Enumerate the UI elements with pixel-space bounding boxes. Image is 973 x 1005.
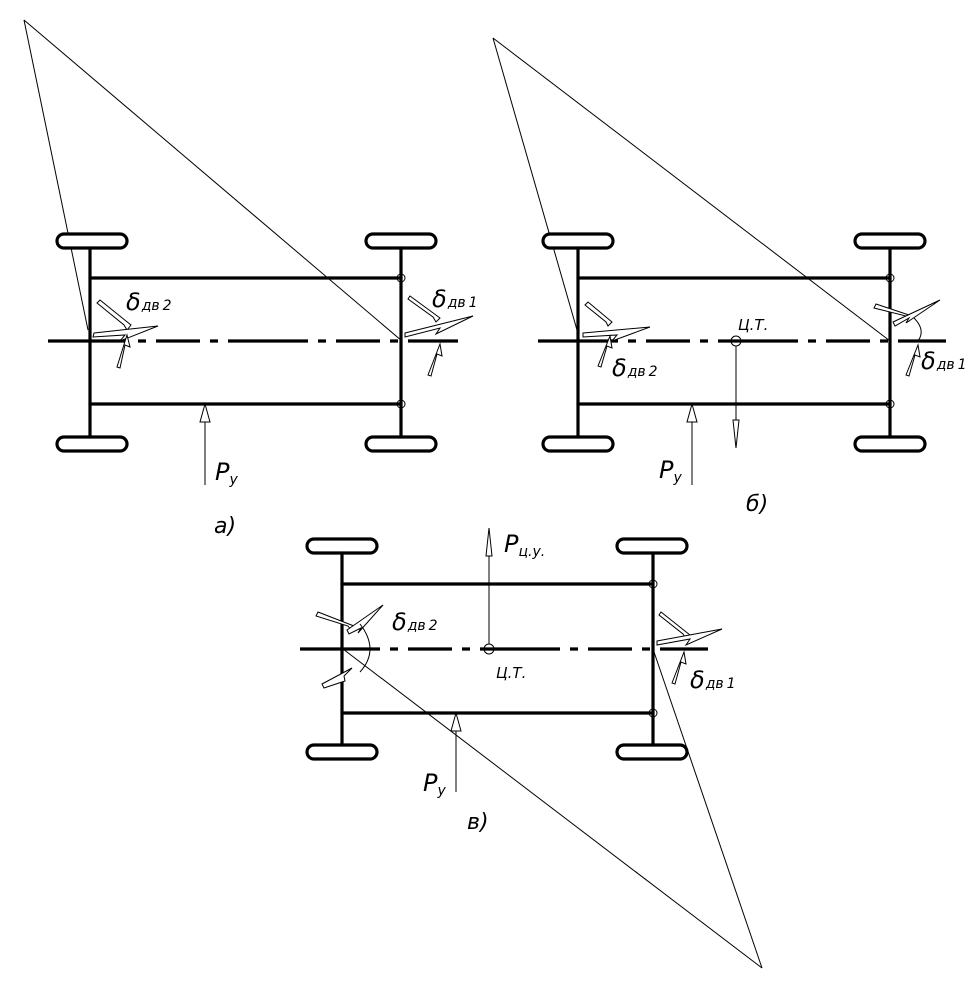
wheel-front-right — [364, 435, 438, 453]
pivot — [885, 399, 895, 409]
turn-line-rear — [342, 648, 763, 969]
wheel-front-left — [364, 232, 438, 250]
lateral-force-arrow — [199, 402, 211, 485]
turn-line-front — [492, 37, 891, 342]
turn-line-front — [23, 19, 403, 342]
wheel-front-right — [615, 743, 689, 761]
slip-arrow — [315, 611, 355, 631]
caption-b: б) — [746, 492, 768, 517]
pivot — [648, 708, 658, 718]
force-label: Pу — [423, 769, 446, 799]
turn-line-rear — [492, 37, 578, 331]
pivot — [648, 579, 658, 589]
lateral-force-arrow — [686, 402, 698, 485]
lateral-force-arrow — [450, 711, 462, 792]
slip-arrow — [96, 299, 132, 331]
centrifugal-label: Pц.у. — [504, 530, 545, 560]
slip-arrow — [658, 611, 691, 640]
gravity-arrow — [732, 419, 740, 449]
caption-c: в) — [467, 810, 489, 835]
velocity-arrow — [92, 325, 159, 342]
slip-arrow — [671, 650, 687, 685]
turn-line-rear — [23, 19, 89, 331]
velocity-arrow — [582, 326, 651, 343]
wheel-rear-right — [55, 435, 129, 453]
velocity-arrow — [346, 604, 384, 635]
wheel-front-left — [615, 537, 689, 555]
wheel-rear-left — [541, 232, 615, 250]
slip-arrow — [407, 295, 441, 323]
slip-arrow — [597, 334, 613, 368]
centrifugal-arrow — [485, 527, 493, 557]
pivot — [885, 273, 895, 283]
turn-line-front — [652, 648, 763, 969]
wheel-rear-left — [305, 537, 379, 555]
center-label: Ц.Т. — [738, 316, 768, 334]
wheel-front-right — [853, 435, 927, 453]
force-label: Pу — [215, 458, 238, 488]
wheel-rear-left — [55, 232, 129, 250]
velocity-arrow — [892, 299, 941, 327]
slip-arrow — [427, 342, 443, 377]
wheel-rear-right — [541, 435, 615, 453]
slip-arrow — [116, 333, 131, 369]
pivot — [396, 399, 406, 409]
wheel-rear-right — [305, 743, 379, 761]
pivot — [396, 273, 406, 283]
center-label: Ц.Т. — [496, 664, 526, 682]
angle-arc — [913, 317, 922, 342]
slip-arrow — [905, 343, 921, 377]
angle-arc — [359, 623, 371, 673]
force-label: Pу — [659, 456, 682, 486]
velocity-arrow — [656, 628, 723, 647]
caption-a: а) — [214, 514, 236, 539]
slip-arrow — [321, 667, 353, 689]
velocity-arrow — [404, 315, 474, 338]
slip-arrow — [584, 301, 613, 327]
wheel-front-left — [853, 232, 927, 250]
